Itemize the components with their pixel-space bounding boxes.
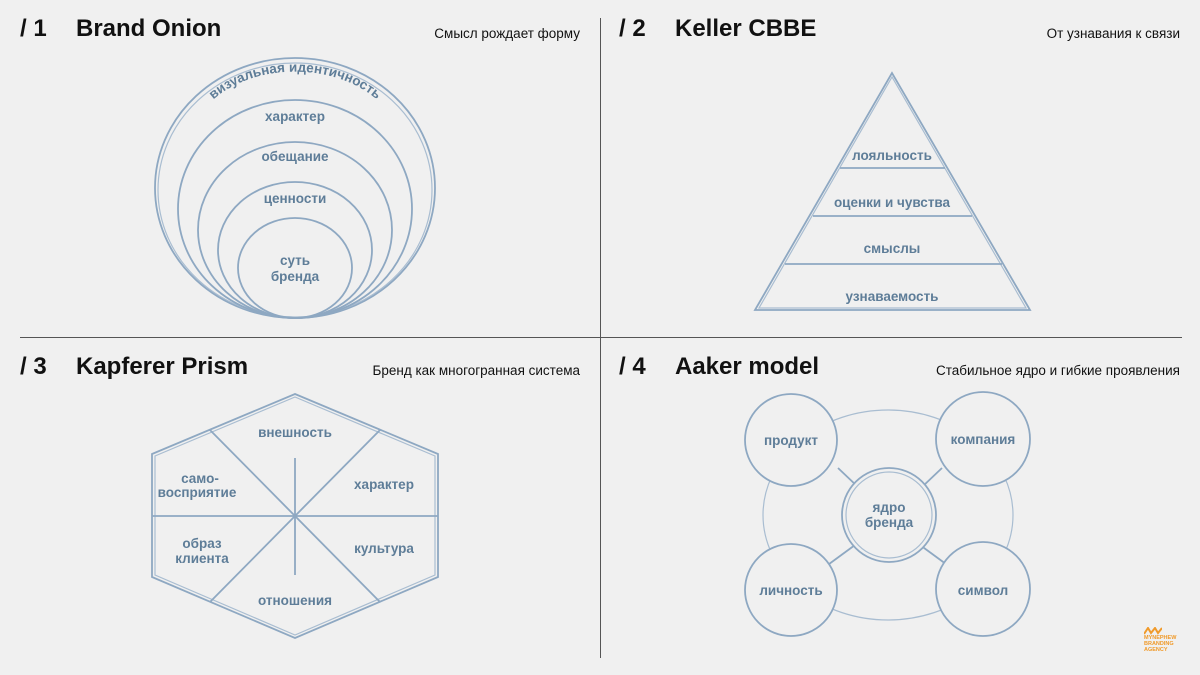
q3-subtitle: Бренд как многогранная система <box>372 363 581 378</box>
prism-label-self-1: само- <box>181 471 219 486</box>
onion-label-essence-2: бренда <box>271 269 320 284</box>
q1-subtitle: Смысл рождает форму <box>434 26 580 41</box>
aaker-product-circle <box>744 393 838 487</box>
q2-subtitle: От узнавания к связи <box>1046 26 1180 41</box>
q3-title: Kapferer Prism <box>76 353 249 380</box>
prism-label-appearance: внешность <box>258 425 332 440</box>
pyramid-label-awareness: узнаваемость <box>846 289 939 304</box>
onion-label-character: характер <box>265 109 325 124</box>
prism-label-image-1: образ <box>182 536 222 551</box>
onion-label-values: ценности <box>264 191 327 206</box>
aaker-label-product: продукт <box>764 433 818 448</box>
prism-label-self-2: восприятие <box>158 485 237 500</box>
aaker-link-person <box>824 544 856 568</box>
aaker-orbit <box>762 409 1014 621</box>
aaker-core-circle <box>841 467 937 563</box>
q3-number: / 3 <box>20 353 47 380</box>
brand-onion-diagram: визуальная идентичность характер обещани… <box>154 57 436 319</box>
onion-label-essence-1: суть <box>280 253 310 268</box>
prism-label-character: характер <box>354 477 414 492</box>
aaker-label-core-2: бренда <box>865 515 914 530</box>
q4-number: / 4 <box>619 353 646 380</box>
onion-label-promise: обещание <box>261 149 329 164</box>
q1-number: / 1 <box>20 15 47 42</box>
aaker-person-circle <box>744 543 838 637</box>
prism-line-d2 <box>209 429 381 603</box>
q4-subtitle: Стабильное ядро и гибкие проявления <box>935 363 1180 378</box>
aaker-model-diagram: ядро бренда продукт компания личность си… <box>744 391 1031 637</box>
vertical-divider <box>600 18 601 658</box>
cbbe-pyramid-diagram: лояльность оценки и чувства смыслы узнав… <box>753 71 1032 311</box>
logo-line-2: BRANDING <box>1144 641 1174 647</box>
aaker-symbol-circle <box>935 541 1031 637</box>
prism-label-culture: культура <box>354 541 414 556</box>
logo-line-1: MYNEPHEW <box>1144 635 1177 641</box>
pyramid-label-loyalty: лояльность <box>852 148 932 163</box>
kapferer-prism-diagram: внешность само- восприятие характер обра… <box>151 393 439 639</box>
aaker-label-person: личность <box>759 583 822 598</box>
pyramid-outline <box>753 71 1032 311</box>
q2-title: Keller CBBE <box>675 15 817 42</box>
q4-title: Aaker model <box>675 353 820 380</box>
aaker-label-symbol: символ <box>958 583 1008 598</box>
horizontal-divider <box>20 337 1182 338</box>
aaker-label-company: компания <box>951 432 1016 447</box>
onion-layer-1-inner <box>157 62 433 318</box>
prism-label-relations: отношения <box>258 593 332 608</box>
pyramid-label-meaning: смыслы <box>864 241 921 256</box>
prism-label-image-2: клиента <box>175 551 229 566</box>
aaker-label-core-1: ядро <box>873 500 906 515</box>
q2-number: / 2 <box>619 15 646 42</box>
logo-line-3: AGENCY <box>1144 647 1168 653</box>
onion-layer-3 <box>197 141 393 319</box>
logo-mark-icon <box>1144 627 1162 635</box>
agency-logo: MYNEPHEW BRANDING AGENCY <box>1144 627 1194 653</box>
q1-title: Brand Onion <box>76 15 222 42</box>
aaker-company-circle <box>935 391 1031 487</box>
prism-hexagon <box>151 393 439 639</box>
onion-label-visual: визуальная идентичность <box>206 60 385 102</box>
pyramid-label-judgements: оценки и чувства <box>834 195 951 210</box>
onion-layer-2 <box>177 99 413 319</box>
onion-core <box>237 217 353 319</box>
